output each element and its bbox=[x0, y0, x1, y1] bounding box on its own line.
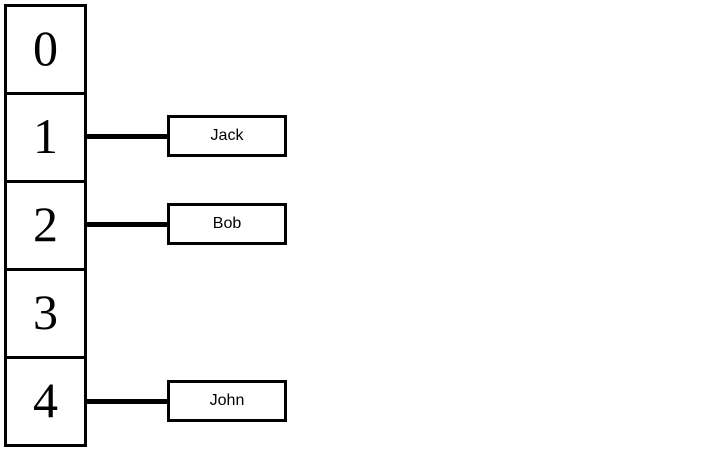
cell-index-label-2: 2 bbox=[33, 195, 58, 252]
pointer-line-cell2 bbox=[85, 222, 169, 227]
array-cell-2: 2 bbox=[4, 180, 87, 271]
cell-index-label-4: 4 bbox=[33, 371, 58, 428]
array-cell-3: 3 bbox=[4, 268, 87, 359]
cell-index-label-1: 1 bbox=[33, 107, 58, 164]
value-label-jack: Jack bbox=[210, 127, 244, 144]
array-cell-0: 0 bbox=[4, 4, 87, 95]
value-box-john: John bbox=[167, 380, 287, 422]
array-column: 0 1 2 3 4 bbox=[4, 4, 87, 447]
pointer-line-cell1 bbox=[85, 134, 169, 139]
value-box-bob: Bob bbox=[167, 203, 287, 245]
pointer-line-cell4 bbox=[85, 399, 169, 404]
value-label-bob: Bob bbox=[212, 215, 242, 232]
array-cell-4: 4 bbox=[4, 356, 87, 447]
value-label-john: John bbox=[209, 392, 245, 409]
cell-index-label-3: 3 bbox=[33, 283, 58, 340]
array-cell-1: 1 bbox=[4, 92, 87, 183]
cell-index-label-0: 0 bbox=[33, 19, 58, 76]
value-box-jack: Jack bbox=[167, 115, 287, 157]
